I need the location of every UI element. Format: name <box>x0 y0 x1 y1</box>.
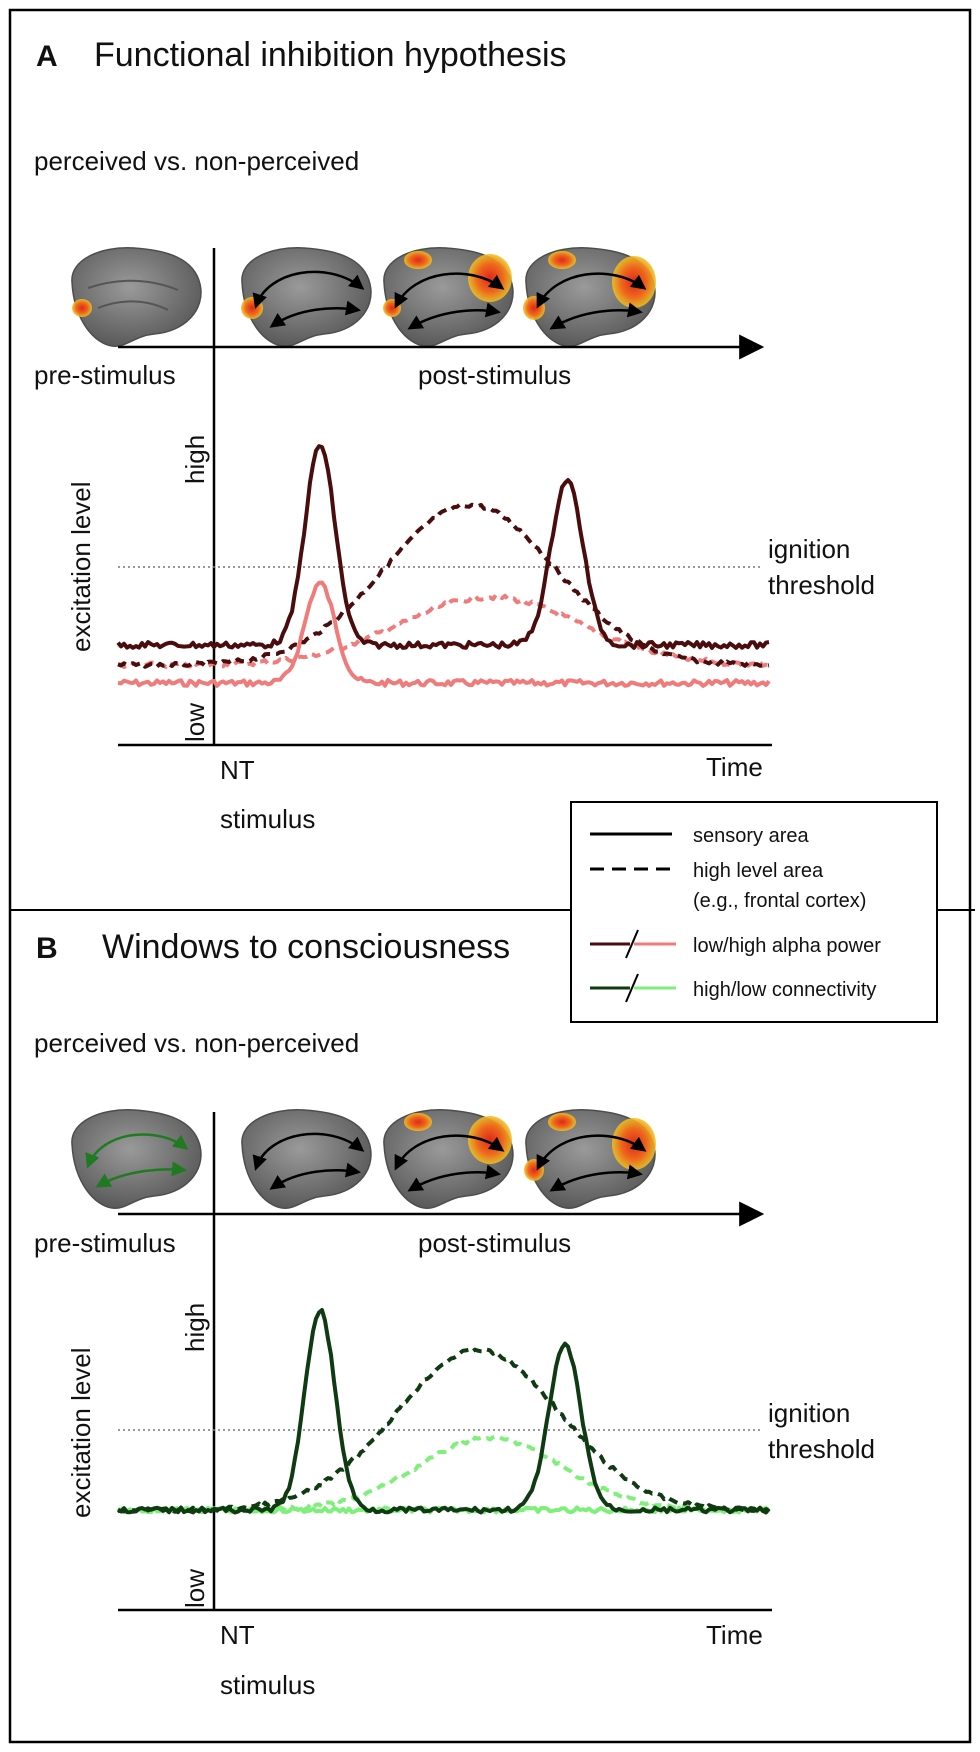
legend-label-high-level: high level area <box>693 860 824 882</box>
threshold-label-2: threshold <box>768 570 875 600</box>
legend-label-sensory: sensory area <box>693 825 809 847</box>
panel-letter: B <box>36 932 58 965</box>
stimulus-label: stimulus <box>220 804 315 834</box>
figure-border <box>8 8 972 1744</box>
contrast-label: perceived vs. non-perceived <box>34 146 359 176</box>
brain-frontal-parietal-activation-icon <box>383 247 514 347</box>
curves <box>116 1308 771 1515</box>
post-stimulus-label: post-stimulus <box>418 360 571 390</box>
panel-letter: A <box>36 40 58 73</box>
brain-occipital-activation-icon <box>71 247 202 347</box>
threshold-label-1: ignition <box>768 534 850 564</box>
y-low-label: low <box>180 703 210 742</box>
nt-label: NT <box>220 1620 255 1650</box>
pre-stimulus-label: pre-stimulus <box>34 1228 176 1258</box>
legend-label-example: (e.g., frontal cortex) <box>693 890 866 912</box>
brain-widespread-activation-icon <box>524 1109 656 1209</box>
dark-red-high-level-curve <box>117 502 770 669</box>
brain-widespread-activation-icon <box>523 247 656 347</box>
light-red-high-level-curve <box>117 592 770 669</box>
contrast-label: perceived vs. non-perceived <box>34 1028 359 1058</box>
light-red-sensory-curve <box>117 580 771 688</box>
curves <box>116 444 771 688</box>
brain-frontal-parietal-activation-icon <box>383 1109 514 1209</box>
y-axis-label: excitation level <box>66 481 96 652</box>
legend-label-alpha: low/high alpha power <box>693 935 881 957</box>
brain-arrows-occipital-icon <box>241 247 372 347</box>
pre-stimulus-label: pre-stimulus <box>34 360 176 390</box>
legend-slash-red <box>625 929 639 959</box>
panel-title: Functional inhibition hypothesis <box>94 36 567 74</box>
y-high-label: high <box>180 435 210 484</box>
brain-arrows-icon <box>241 1109 372 1209</box>
nt-label: NT <box>220 755 255 785</box>
threshold-label-2: threshold <box>768 1434 875 1464</box>
dark-green-sensory-curve <box>117 1308 771 1515</box>
panel-title: Windows to consciousness <box>102 928 510 966</box>
legend-box <box>570 801 938 1023</box>
threshold-label-1: ignition <box>768 1398 850 1428</box>
legend-label-connectivity: high/low connectivity <box>693 979 876 1001</box>
post-stimulus-label: post-stimulus <box>418 1228 571 1258</box>
stimulus-label: stimulus <box>220 1670 315 1700</box>
dark-red-sensory-curve <box>116 444 770 650</box>
y-axis-label: excitation level <box>66 1347 96 1518</box>
time-label: Time <box>706 752 763 782</box>
time-label: Time <box>706 1620 763 1650</box>
y-high-label: high <box>180 1303 210 1352</box>
brain-green-arrows-icon <box>71 1109 202 1209</box>
panel-a: A Functional inhibition hypothesis perce… <box>34 36 875 834</box>
panel-b: B Windows to consciousness perceived vs.… <box>34 928 875 1700</box>
y-low-label: low <box>180 1569 210 1608</box>
legend: sensory area high level area (e.g., fron… <box>570 801 938 1023</box>
legend-slash-green <box>625 973 639 1003</box>
